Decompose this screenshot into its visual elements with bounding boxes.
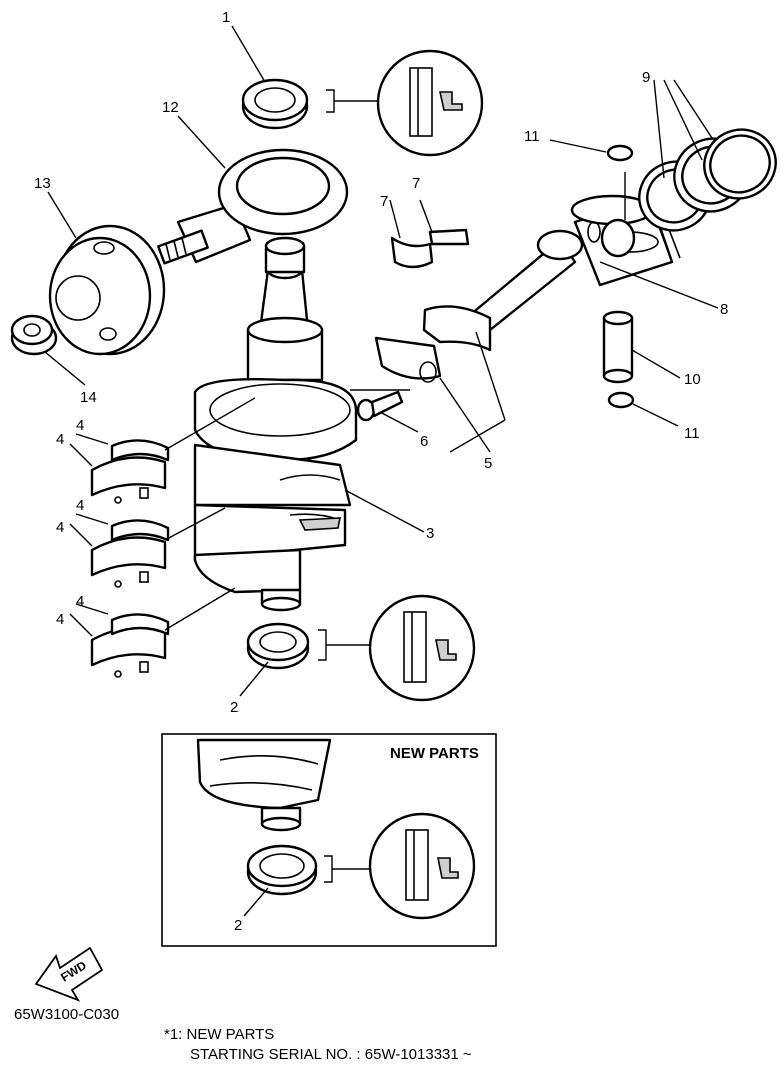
callout-2-inset: 2 <box>234 917 242 934</box>
part-9-piston-rings <box>638 128 777 232</box>
callout-7-right: 7 <box>412 175 420 192</box>
new-parts-inset: NEW PARTS 2 <box>161 733 497 947</box>
fwd-arrow: FWD <box>34 946 104 1002</box>
callout-4-f: 4 <box>56 611 64 628</box>
part-6-bolt <box>356 390 404 422</box>
part-7-rod-bearings <box>390 228 470 269</box>
callout-14: 14 <box>80 389 97 406</box>
leader-lines <box>44 25 719 697</box>
callout-numbers: 1 12 13 14 11 9 7 7 8 10 11 6 5 3 4 4 4 … <box>34 9 728 716</box>
part-11-clips <box>606 144 635 409</box>
callout-13: 13 <box>34 175 51 192</box>
callout-10: 10 <box>684 371 701 388</box>
diagram-code: 65W3100-C030 <box>14 1006 120 1023</box>
callout-11-top: 11 <box>524 128 540 145</box>
callout-4-c: 4 <box>76 497 84 514</box>
callout-4-a: 4 <box>76 417 84 434</box>
part-13-rotor <box>48 224 166 356</box>
callout-5: 5 <box>484 455 492 472</box>
part-4-main-bearings <box>90 439 170 678</box>
callout-9: 9 <box>642 69 650 86</box>
seal-detail-circle-lower <box>368 594 476 702</box>
callout-4-d: 4 <box>56 519 64 536</box>
bearing-upper <box>90 439 170 504</box>
part-5-connecting-rod <box>374 229 584 383</box>
part-1-oil-seal <box>241 78 380 130</box>
bearing-lower <box>90 613 170 678</box>
part-14-nut <box>10 314 58 356</box>
seal-detail-circle-upper <box>376 49 484 157</box>
callout-4-e: 4 <box>76 593 84 610</box>
callout-1: 1 <box>222 9 230 26</box>
callout-3: 3 <box>426 525 434 542</box>
callout-7-left: 7 <box>380 193 388 210</box>
part-3-crankshaft <box>193 236 358 612</box>
callout-2-main: 2 <box>230 699 238 716</box>
callout-6: 6 <box>420 433 428 450</box>
part-10-piston-pin <box>602 310 634 384</box>
callout-4-b: 4 <box>56 431 64 448</box>
note-line-1: *1: NEW PARTS <box>164 1026 275 1043</box>
inset-title: NEW PARTS <box>390 745 479 762</box>
callout-8: 8 <box>720 301 728 318</box>
callout-12: 12 <box>162 99 179 116</box>
part-12-connecting-rod <box>157 148 349 265</box>
part-2-oil-seal-lower <box>246 622 372 670</box>
callout-11-bottom: 11 <box>684 425 700 442</box>
bearing-middle <box>90 519 170 588</box>
note-line-2: STARTING SERIAL NO. : 65W-1013331 ~ <box>190 1046 472 1063</box>
